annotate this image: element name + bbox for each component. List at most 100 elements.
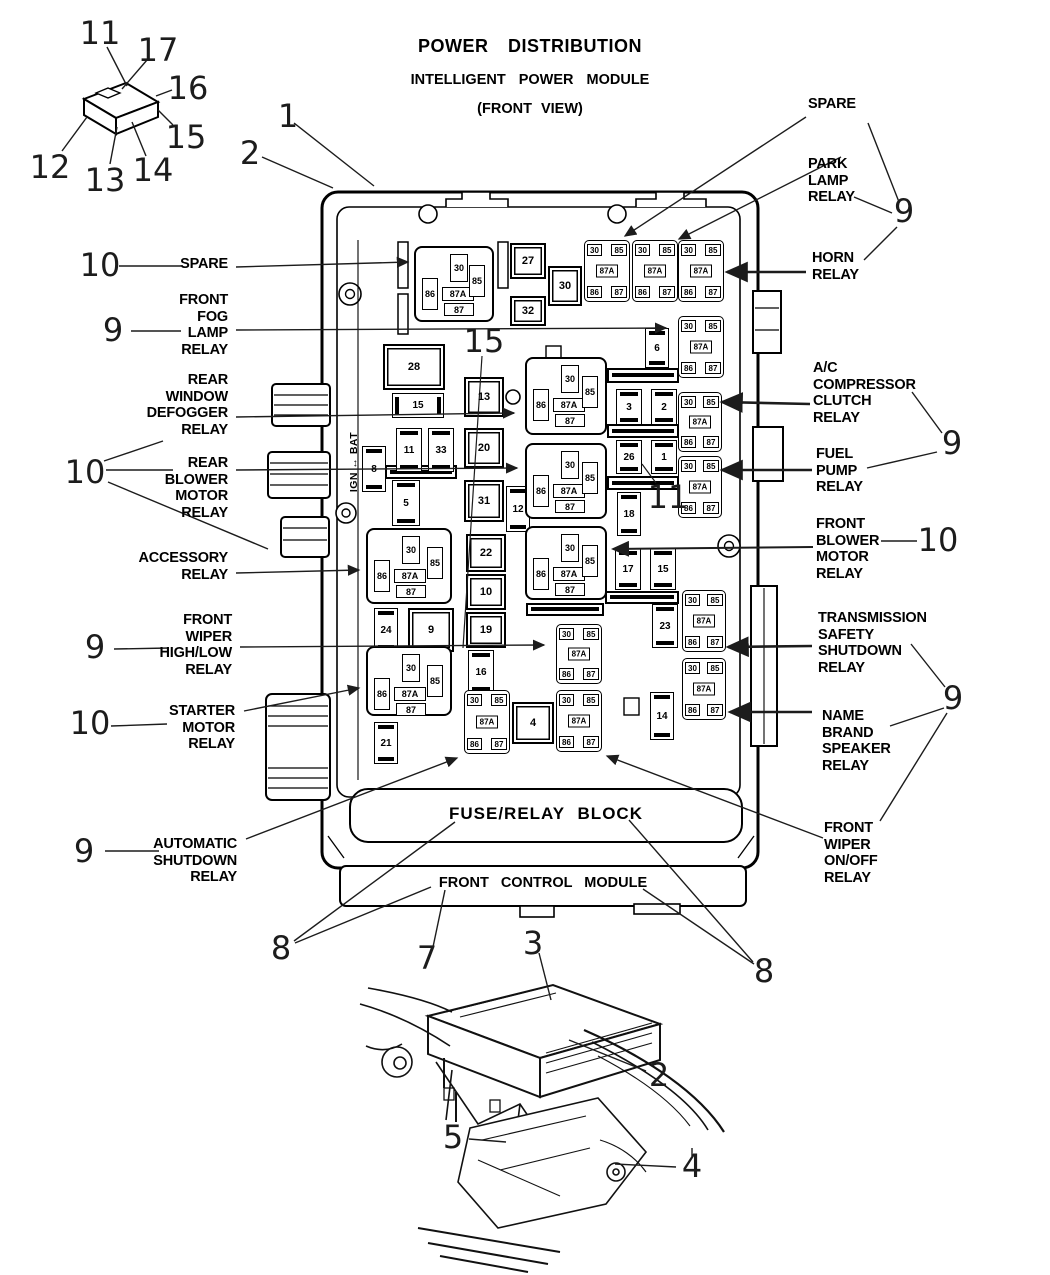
terminal-87A: 87A [693, 682, 715, 696]
callout-8: 8 [753, 952, 775, 990]
fuse-2: 2 [651, 389, 677, 425]
callout-5: 5 [442, 1118, 464, 1156]
fuse-3: 3 [616, 389, 642, 425]
terminal-87: 87 [555, 583, 585, 596]
label-front-fog-lamp-relay: FRONT FOG LAMP RELAY [179, 292, 228, 358]
diagram-title: POWER DISTRIBUTION INTELLIGENT POWER MOD… [340, 36, 720, 117]
terminal-30: 30 [685, 594, 700, 606]
terminal-87A: 87A [689, 480, 711, 494]
terminal-85: 85 [583, 628, 599, 640]
label-rear-window-defogger-relay: REAR WINDOW DEFOGGER RELAY [146, 372, 229, 438]
fuse-number: 13 [477, 391, 491, 403]
terminal-30: 30 [685, 662, 700, 674]
fuse-number: 15 [657, 563, 669, 575]
fuse-cap [620, 443, 638, 447]
terminal-86: 86 [681, 436, 696, 448]
fuse-4: 4 [512, 702, 554, 744]
terminal-85: 85 [427, 547, 443, 579]
callout-2: 2 [239, 134, 261, 172]
fuse-cap [396, 483, 416, 487]
callout-9: 9 [941, 424, 963, 462]
callout-2: 2 [648, 1056, 670, 1094]
terminal-85: 85 [469, 265, 485, 297]
terminal-86: 86 [374, 678, 390, 710]
fuse-30: 30 [548, 266, 582, 306]
terminal-30: 30 [681, 244, 696, 256]
terminal-87A: 87A [689, 415, 711, 429]
label-rear-blower-motor-relay: REAR BLOWER MOTOR RELAY [164, 455, 228, 521]
label-automatic-shutdown-relay: AUTOMATIC SHUTDOWN RELAY [153, 836, 237, 885]
terminal-87: 87 [705, 286, 721, 298]
terminal-87: 87 [611, 286, 627, 298]
terminal-86: 86 [681, 502, 696, 514]
label-accessory-relay: ACCESSORY RELAY [138, 550, 228, 583]
callout-9: 9 [73, 832, 95, 870]
fuse-number: 11 [403, 444, 415, 456]
callout-4: 4 [681, 1147, 703, 1185]
fuse-cap [654, 583, 672, 587]
terminal-87: 87 [703, 436, 719, 448]
terminal-87: 87 [396, 585, 426, 598]
terminal-87: 87 [491, 738, 507, 750]
fuse-number: 23 [659, 620, 671, 632]
terminal-87A: 87A [476, 715, 498, 729]
fuse-number: 15 [412, 400, 424, 411]
fuse-18: 18 [617, 492, 641, 536]
terminal-85: 85 [427, 665, 443, 697]
terminal-87A: 87A [690, 264, 712, 278]
callout-9: 9 [84, 628, 106, 666]
terminal-30: 30 [559, 628, 574, 640]
fuse-number: 4 [529, 717, 537, 729]
terminal-86: 86 [533, 558, 549, 590]
fuse-cap [396, 519, 416, 523]
callout-3: 3 [522, 924, 544, 962]
callout-9: 9 [942, 679, 964, 717]
terminal-85: 85 [611, 244, 627, 256]
fuse-number: 16 [475, 666, 487, 678]
terminal-87A: 87A [596, 264, 618, 278]
callout-9: 9 [893, 192, 915, 230]
fuse-cap [655, 392, 673, 396]
callout-10: 10 [64, 453, 106, 491]
fuse-33: 33 [428, 428, 454, 472]
fuse-cap [510, 525, 526, 529]
fuse-cap [620, 467, 638, 471]
terminal-86: 86 [559, 668, 574, 680]
callout-8: 8 [270, 929, 292, 967]
label-transmission-safety-shutdown-relay: TRANSMISSION SAFETY SHUTDOWN RELAY [818, 610, 927, 676]
fuse-number: 18 [623, 508, 635, 520]
terminal-87A: 87A [568, 647, 590, 661]
terminal-85: 85 [707, 662, 723, 674]
callout-15: 15 [463, 322, 505, 360]
terminal-86: 86 [559, 736, 574, 748]
terminal-30: 30 [681, 320, 696, 332]
fuse-number: 26 [623, 451, 635, 463]
terminal-85: 85 [703, 396, 719, 408]
terminal-86: 86 [635, 286, 650, 298]
terminal-87A: 87A [394, 687, 426, 701]
fuse-16: 16 [468, 650, 494, 694]
fuse-number: 22 [479, 547, 493, 559]
fuse-cap [400, 465, 418, 469]
callout-10: 10 [79, 246, 121, 284]
fuse-relay-block-label: FUSE/RELAY BLOCK [449, 804, 643, 823]
callout-1: 1 [277, 97, 299, 135]
fuse-cap [472, 687, 490, 691]
fuse-number: 31 [477, 495, 491, 507]
label-horn-relay: HORN RELAY [812, 250, 859, 283]
fuse-number: 14 [656, 710, 668, 722]
callout-17: 17 [137, 31, 179, 69]
fuse-number: 28 [407, 361, 421, 373]
fuse-number: 9 [427, 624, 435, 636]
fuse-cap [432, 431, 450, 435]
fuse-26: 26 [616, 440, 642, 474]
terminal-87: 87 [703, 502, 719, 514]
